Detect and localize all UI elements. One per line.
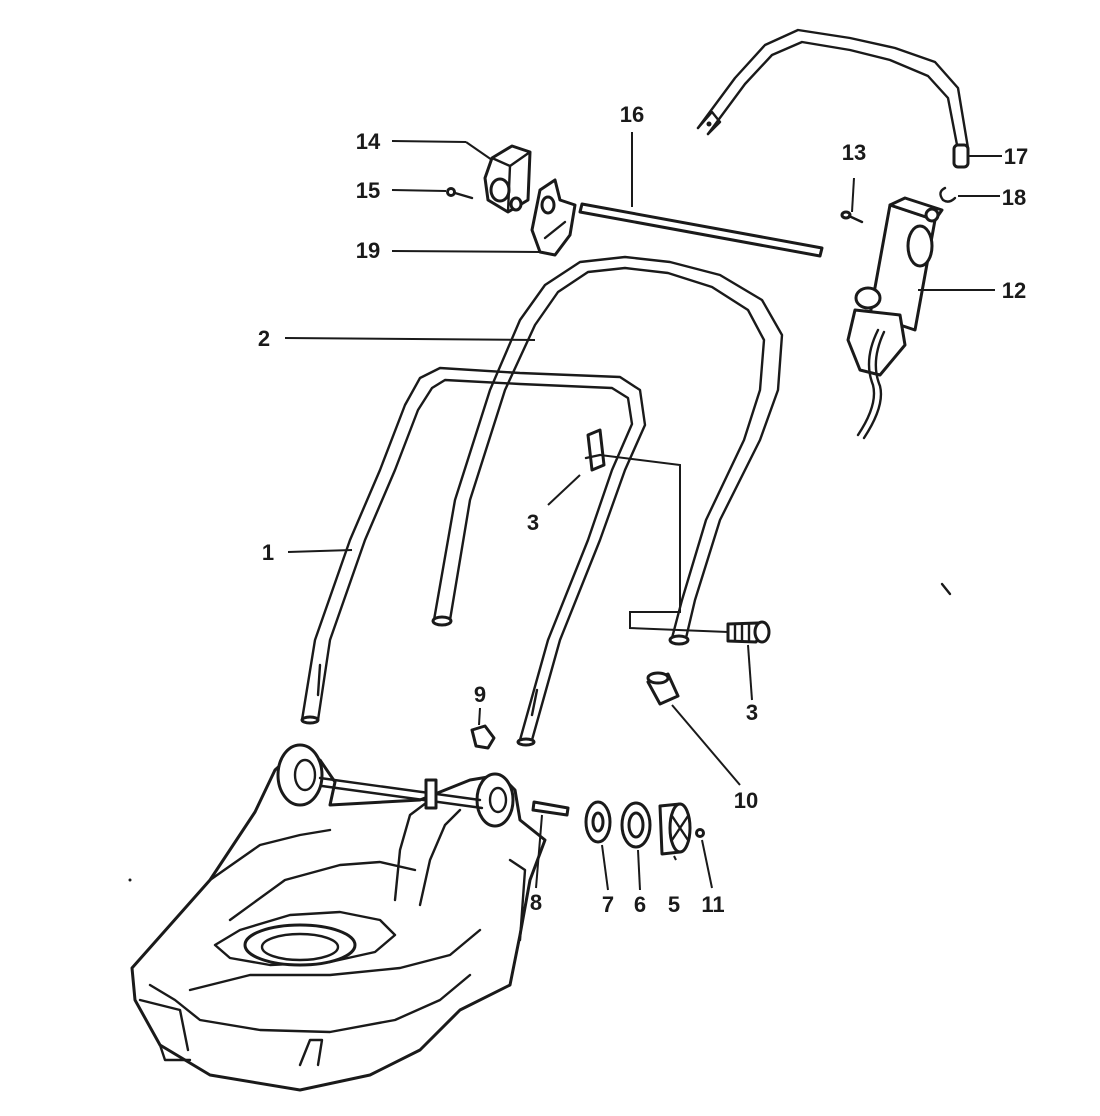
leader-9 [478, 707, 481, 726]
leader-3-bracket [599, 454, 729, 633]
leader-11 [701, 839, 713, 889]
scan-specks [128, 582, 952, 882]
mower-deck-housing [130, 743, 547, 1092]
callout-9: 9 [474, 682, 486, 707]
callout-15: 15 [356, 178, 380, 203]
callout-labels: 1 2 3 3 5 6 7 8 9 10 11 12 13 14 15 16 1… [258, 102, 1028, 917]
part-3-clip-upper [584, 428, 606, 472]
part-11-small-nut [695, 828, 705, 838]
callout-12: 12 [1002, 278, 1026, 303]
part-15-screw [446, 187, 474, 200]
callout-17: 17 [1004, 144, 1028, 169]
part-3-bolt-lower [726, 620, 771, 644]
part-16-rod [578, 202, 824, 258]
part-17-bail-bar [696, 28, 970, 169]
part-6-nut [620, 801, 652, 849]
leader-3b [747, 644, 753, 701]
leader-3a [547, 474, 581, 506]
leader-lines [284, 132, 1002, 891]
leader-1 [287, 549, 353, 553]
part-19-bracket [530, 178, 577, 257]
callout-18: 18 [1002, 185, 1026, 210]
leader-8 [535, 814, 543, 889]
part-14-clamp-block [483, 144, 532, 214]
leader-10 [671, 704, 741, 786]
leader-15 [391, 189, 447, 192]
leader-13 [851, 177, 855, 213]
callout-13: 13 [842, 140, 866, 165]
leader-5 [673, 855, 677, 861]
part-1-lower-handle [300, 366, 647, 747]
callout-16: 16 [620, 102, 644, 127]
callout-19: 19 [356, 238, 380, 263]
part-10-sleeve [646, 671, 680, 706]
part-18-clip [939, 186, 957, 203]
leader-2 [284, 337, 536, 341]
leader-14-a [391, 140, 467, 143]
leader-14-b [465, 141, 493, 161]
part-8-pin [531, 800, 570, 817]
part-13-screw [840, 210, 864, 224]
leader-7 [601, 844, 609, 891]
callout-2: 2 [258, 326, 270, 351]
callout-1: 1 [262, 540, 274, 565]
callout-6: 6 [634, 892, 646, 917]
callout-11: 11 [701, 892, 724, 917]
callout-10: 10 [734, 788, 758, 813]
leader-19 [391, 250, 541, 253]
callout-3-lower: 3 [746, 700, 758, 725]
callout-5: 5 [668, 892, 680, 917]
part-7-washer [584, 800, 612, 844]
leader-6 [637, 849, 641, 891]
callout-14: 14 [356, 129, 381, 154]
part-9-clip [470, 724, 496, 750]
callout-7: 7 [602, 892, 614, 917]
part-12-switch-box [846, 196, 944, 440]
callout-3-upper: 3 [527, 510, 539, 535]
callout-8: 8 [530, 890, 542, 915]
part-2-upper-handle [431, 255, 784, 646]
part-5-knob [658, 802, 692, 856]
